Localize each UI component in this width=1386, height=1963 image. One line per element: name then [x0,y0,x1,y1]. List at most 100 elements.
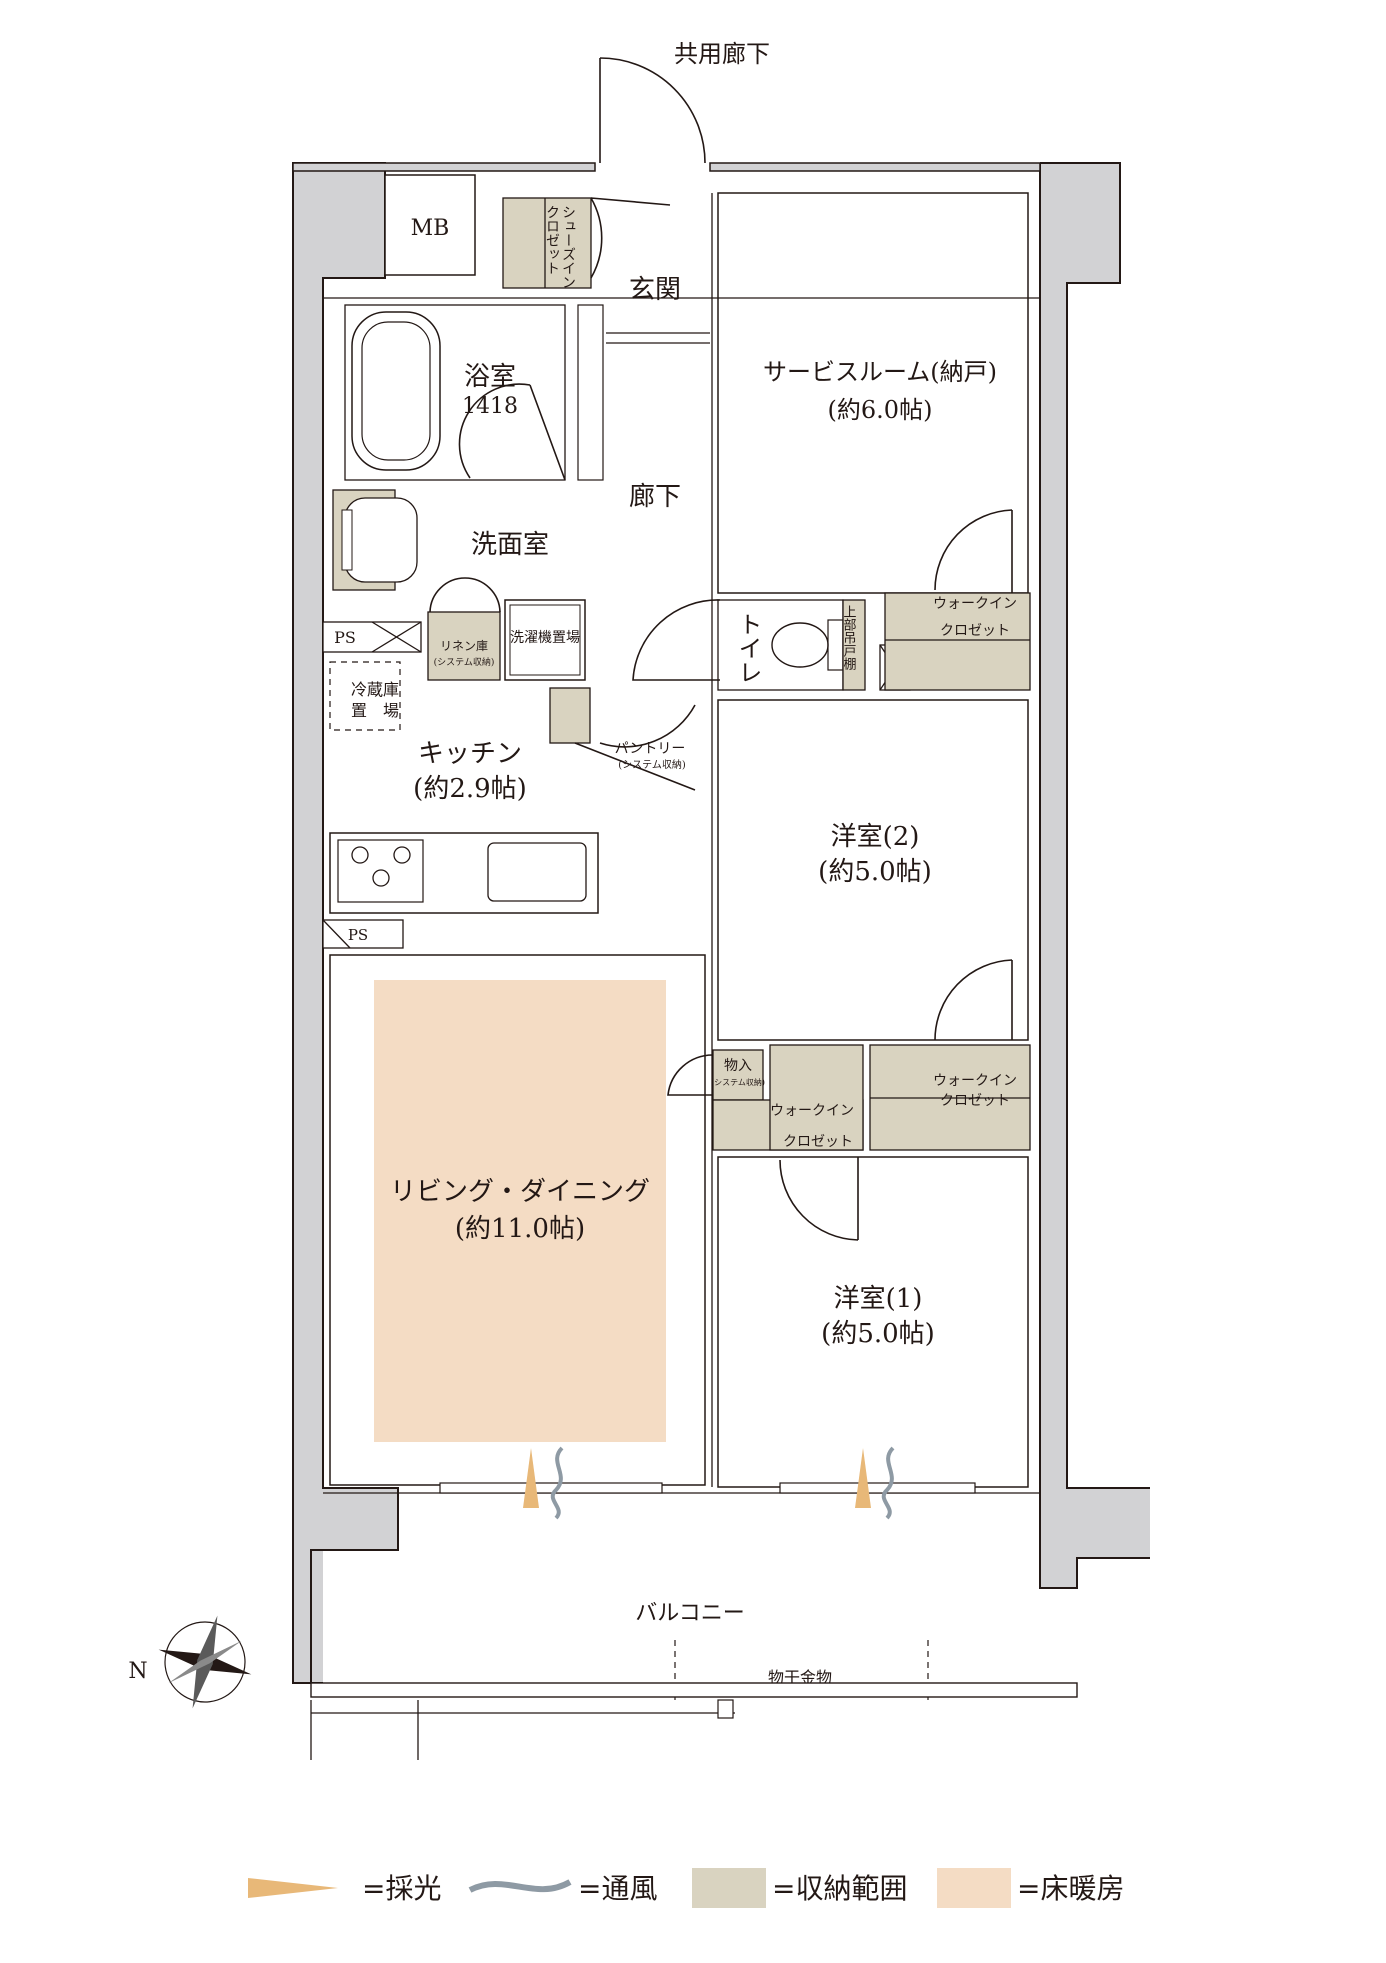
common-corridor-label: 共用廊下 [674,40,770,68]
bath-label: 浴室 [464,362,516,392]
mb-box [384,174,476,276]
left-balcony-wall [293,1488,398,1550]
entrance-label: 玄関 [629,275,681,305]
wic2-upper [769,1044,864,1151]
fridge-sub-label: 置 場 [351,701,399,720]
wic1-sub-label: クロゼット [940,623,1010,639]
small-storage-box [712,1049,764,1101]
linen-doors[interactable] [429,577,501,613]
toilet-bowl [771,622,829,668]
walk-in-closet-3: ウォークイン クロゼット [869,1044,1031,1151]
drying-hanger-label: 物干金物 [768,1668,832,1687]
living-dining: リビング・ダイニング (約11.0帖) [329,954,706,1486]
western2-size: (約5.0帖) [818,857,932,887]
sunlight-icon [855,1448,871,1508]
wind-icon [468,1879,572,1893]
fridge-label: 冷蔵庫 [351,680,399,699]
western1-light-wind [855,1446,895,1520]
pantry-label: パントリー [615,741,686,757]
small-storage-sub-label: (システム収納) [711,1077,765,1087]
storage-swatch [692,1868,766,1908]
balcony-drain [717,1699,734,1719]
ps1-x2 [371,621,422,653]
left-wall [293,163,323,1683]
door-swing [599,57,706,164]
wind-icon [881,1446,895,1520]
bath-size: 1418 [462,394,518,419]
compass-rose [158,1615,252,1709]
floor-heating-area [374,980,666,1442]
ps2-diag [322,919,351,949]
service-room-door[interactable] [934,509,1013,593]
shoes-closet-box [502,197,592,289]
bath-side-wall [577,304,604,481]
living-label: リビング・ダイニング [390,1177,650,1207]
service-room-size: (約6.0帖) [828,396,933,424]
top-wall-right [709,162,1041,172]
wic1-box [884,592,1031,691]
small-storage-label: 物入 [724,1058,752,1074]
wic3-label: ウォークイン [933,1073,1017,1089]
service-room-walls [717,192,1029,594]
sunlight-icon [523,1448,539,1508]
left-balcony-end-wall [293,1550,311,1683]
western1-label: 洋室(1) [834,1284,923,1314]
ps1-label: PS [334,628,356,647]
toilet-room: トイレ 上部吊戸棚 [717,599,866,691]
small-storage: 物入 (システム収納) [667,1049,765,1101]
floorheat-swatch [937,1868,1011,1908]
burner-1 [351,846,369,864]
mb-label: MB [411,216,450,241]
western-room-2: 洋室(2) (約5.0帖) [717,699,1029,1041]
wind-icon [550,1446,564,1520]
bath-walls [344,304,566,481]
kitchen-sink [487,842,587,902]
entrance-door[interactable] [599,57,706,164]
ps2-label: PS [348,926,368,944]
legend-label: =床暖房 [1017,1872,1124,1905]
right-wall-outline-inner [1039,163,1150,1589]
wic3-sub-label: クロゼット [940,1093,1010,1109]
western2-door[interactable] [934,959,1013,1041]
shoes-closet-door[interactable] [590,197,671,279]
mb-wall [293,163,385,278]
right-wall [1040,283,1067,1493]
kitchen-label: キッチン [418,739,522,769]
ps1-box [322,621,422,653]
kitchen: 冷蔵庫 置 場 キッチン (約2.9帖) パントリー (システム収納) [329,661,696,914]
balcony-rail [310,1682,1078,1698]
walk-in-closet-1: ウォークイン クロゼット [884,592,1031,691]
legend: =採光 =通風 =収納範囲 =床暖房 [248,1868,1124,1908]
bathtub [351,311,441,471]
bath-door[interactable] [458,383,566,481]
wic2-label: ウォークイン [770,1103,854,1119]
wic2-sub-label: クロゼット [783,1134,853,1150]
ps-shaft-2: PS [322,919,404,949]
toilet-label: トイレ [734,612,762,684]
pantry-sub-label: (システム収納) [618,758,686,771]
service-room-label: サービスルーム(納戸) [763,358,997,386]
laundry-area [504,599,586,681]
living-size: (約11.0帖) [455,1214,585,1244]
western1-window [779,1482,976,1494]
linen-label: リネン庫 [440,639,488,653]
vanity-sink [344,497,418,583]
pantry-door[interactable] [574,704,696,791]
windows [439,1482,976,1494]
living-window [439,1482,663,1494]
legend-label: =通風 [578,1872,657,1905]
pantry-storage [549,687,591,744]
right-top-wall [1040,163,1120,283]
legend-label: =収納範囲 [772,1872,907,1905]
ps-shaft-1: PS [322,621,422,653]
laundry-inner [509,604,581,676]
bathtub-inner [361,321,431,461]
linen-storage [427,611,501,681]
western1-door[interactable] [779,1157,859,1241]
toilet-door[interactable] [632,599,721,681]
vanity-mirror [341,509,353,571]
western2-label: 洋室(2) [831,822,920,852]
western-room-1: 洋室(1) (約5.0帖) [717,1156,1029,1488]
left-wall-outline [292,162,399,1684]
small-storage-door[interactable] [667,1054,714,1096]
